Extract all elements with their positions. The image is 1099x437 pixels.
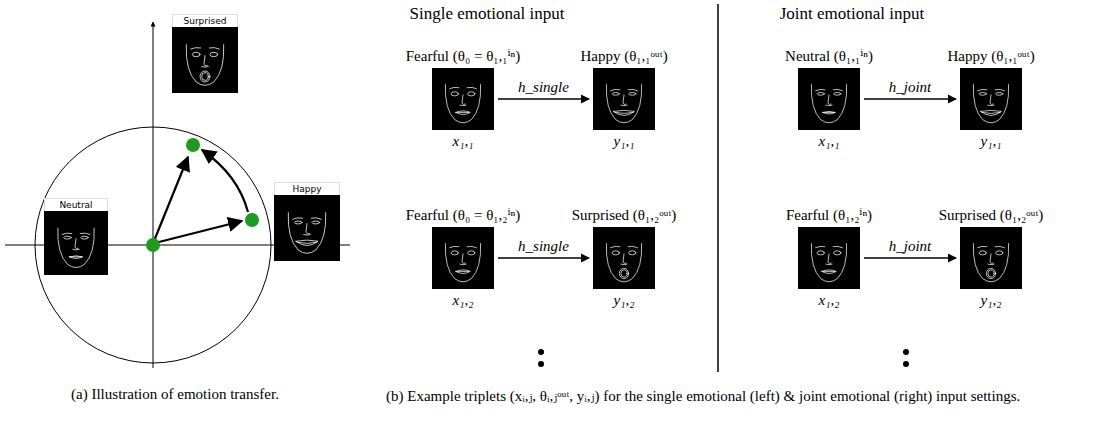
function-label: h_joint xyxy=(889,238,932,255)
face-image xyxy=(593,227,655,289)
face-node: Fearful (θ₁,₂ⁱⁿ)x₁,₂ xyxy=(798,227,860,289)
emotion-heading: Fearful (θ₁,₂ⁱⁿ) xyxy=(786,206,872,224)
emotion-dots xyxy=(146,138,259,252)
variable-label: y₁,₂ xyxy=(981,292,1002,309)
emotion-heading: Happy (θ₁,₁ᵒᵘᵗ) xyxy=(580,48,667,65)
transfer-arrow xyxy=(498,257,589,258)
face-node: Fearful (θ₀ = θ₁,₁ⁱⁿ)x₁,₁ xyxy=(432,68,494,130)
face-node: Happy (θ₁,₁ᵒᵘᵗ)y₁,₁ xyxy=(593,68,655,130)
face-image xyxy=(593,68,655,130)
function-label: h_single xyxy=(518,238,569,255)
face-node: Fearful (θ₀ = θ₁,₂ⁱⁿ)x₁,₂ xyxy=(432,227,494,289)
face-node: Surprised (θ₁,₂ᵒᵘᵗ)y₁,₂ xyxy=(593,227,655,289)
face-image xyxy=(432,68,494,130)
ellipsis-dots xyxy=(538,349,909,367)
emotion-title: Neutral xyxy=(44,198,108,211)
emotion-heading: Surprised (θ₁,₂ᵒᵘᵗ) xyxy=(572,207,677,224)
axes xyxy=(5,22,350,368)
emotion-heading: Fearful (θ₀ = θ₁,₁ⁱⁿ) xyxy=(406,47,521,65)
variable-label: x₁,₁ xyxy=(453,133,474,150)
face-node: Happy (θ₁,₁ᵒᵘᵗ)y₁,₁ xyxy=(960,68,1022,130)
face-image xyxy=(960,227,1022,289)
face-node: Neutral (θ₁,₁ⁱⁿ)x₁,₁ xyxy=(798,68,860,130)
transfer-arrow xyxy=(498,98,589,99)
function-label: h_single xyxy=(518,79,569,96)
face-image xyxy=(798,68,860,130)
emotion-heading: Surprised (θ₁,₂ᵒᵘᵗ) xyxy=(939,207,1044,224)
function-label: h_joint xyxy=(889,79,932,96)
transfer-arrows xyxy=(154,150,248,243)
face-image xyxy=(432,227,494,289)
face-image xyxy=(798,227,860,289)
variable-label: y₁,₂ xyxy=(614,292,635,309)
face-image xyxy=(960,68,1022,130)
emotion-title: Surprised xyxy=(172,14,238,27)
face-image xyxy=(172,27,238,93)
variable-label: x₁,₁ xyxy=(819,133,840,150)
caption: (a) Illustration of emotion transfer. xyxy=(71,386,279,403)
variable-label: y₁,₁ xyxy=(614,133,635,150)
emotion-heading: Fearful (θ₀ = θ₁,₂ⁱⁿ) xyxy=(406,206,521,224)
variable-label: x₁,₂ xyxy=(819,292,840,309)
emotion-title: Happy xyxy=(274,182,340,195)
panel-heading: Single emotional input xyxy=(410,4,565,24)
face-image xyxy=(44,211,108,275)
face-node: Surprised xyxy=(172,14,238,93)
face-image xyxy=(274,195,340,261)
divider xyxy=(717,4,719,372)
emotion-heading: Neutral (θ₁,₁ⁱⁿ) xyxy=(785,47,873,65)
caption: (b) Example triplets (xᵢ,ⱼ, θᵢ,ⱼᵒᵘᵗ, yᵢ,… xyxy=(386,386,1086,406)
variable-label: x₁,₂ xyxy=(453,292,474,309)
transfer-arrow xyxy=(864,98,956,99)
transfer-arrow xyxy=(864,257,956,258)
variable-label: y₁,₁ xyxy=(981,133,1002,150)
panel-heading: Joint emotional input xyxy=(780,4,925,24)
face-node: Neutral xyxy=(44,198,108,275)
face-node: Surprised (θ₁,₂ᵒᵘᵗ)y₁,₂ xyxy=(960,227,1022,289)
face-node: Happy xyxy=(274,182,340,261)
emotion-heading: Happy (θ₁,₁ᵒᵘᵗ) xyxy=(947,48,1034,65)
